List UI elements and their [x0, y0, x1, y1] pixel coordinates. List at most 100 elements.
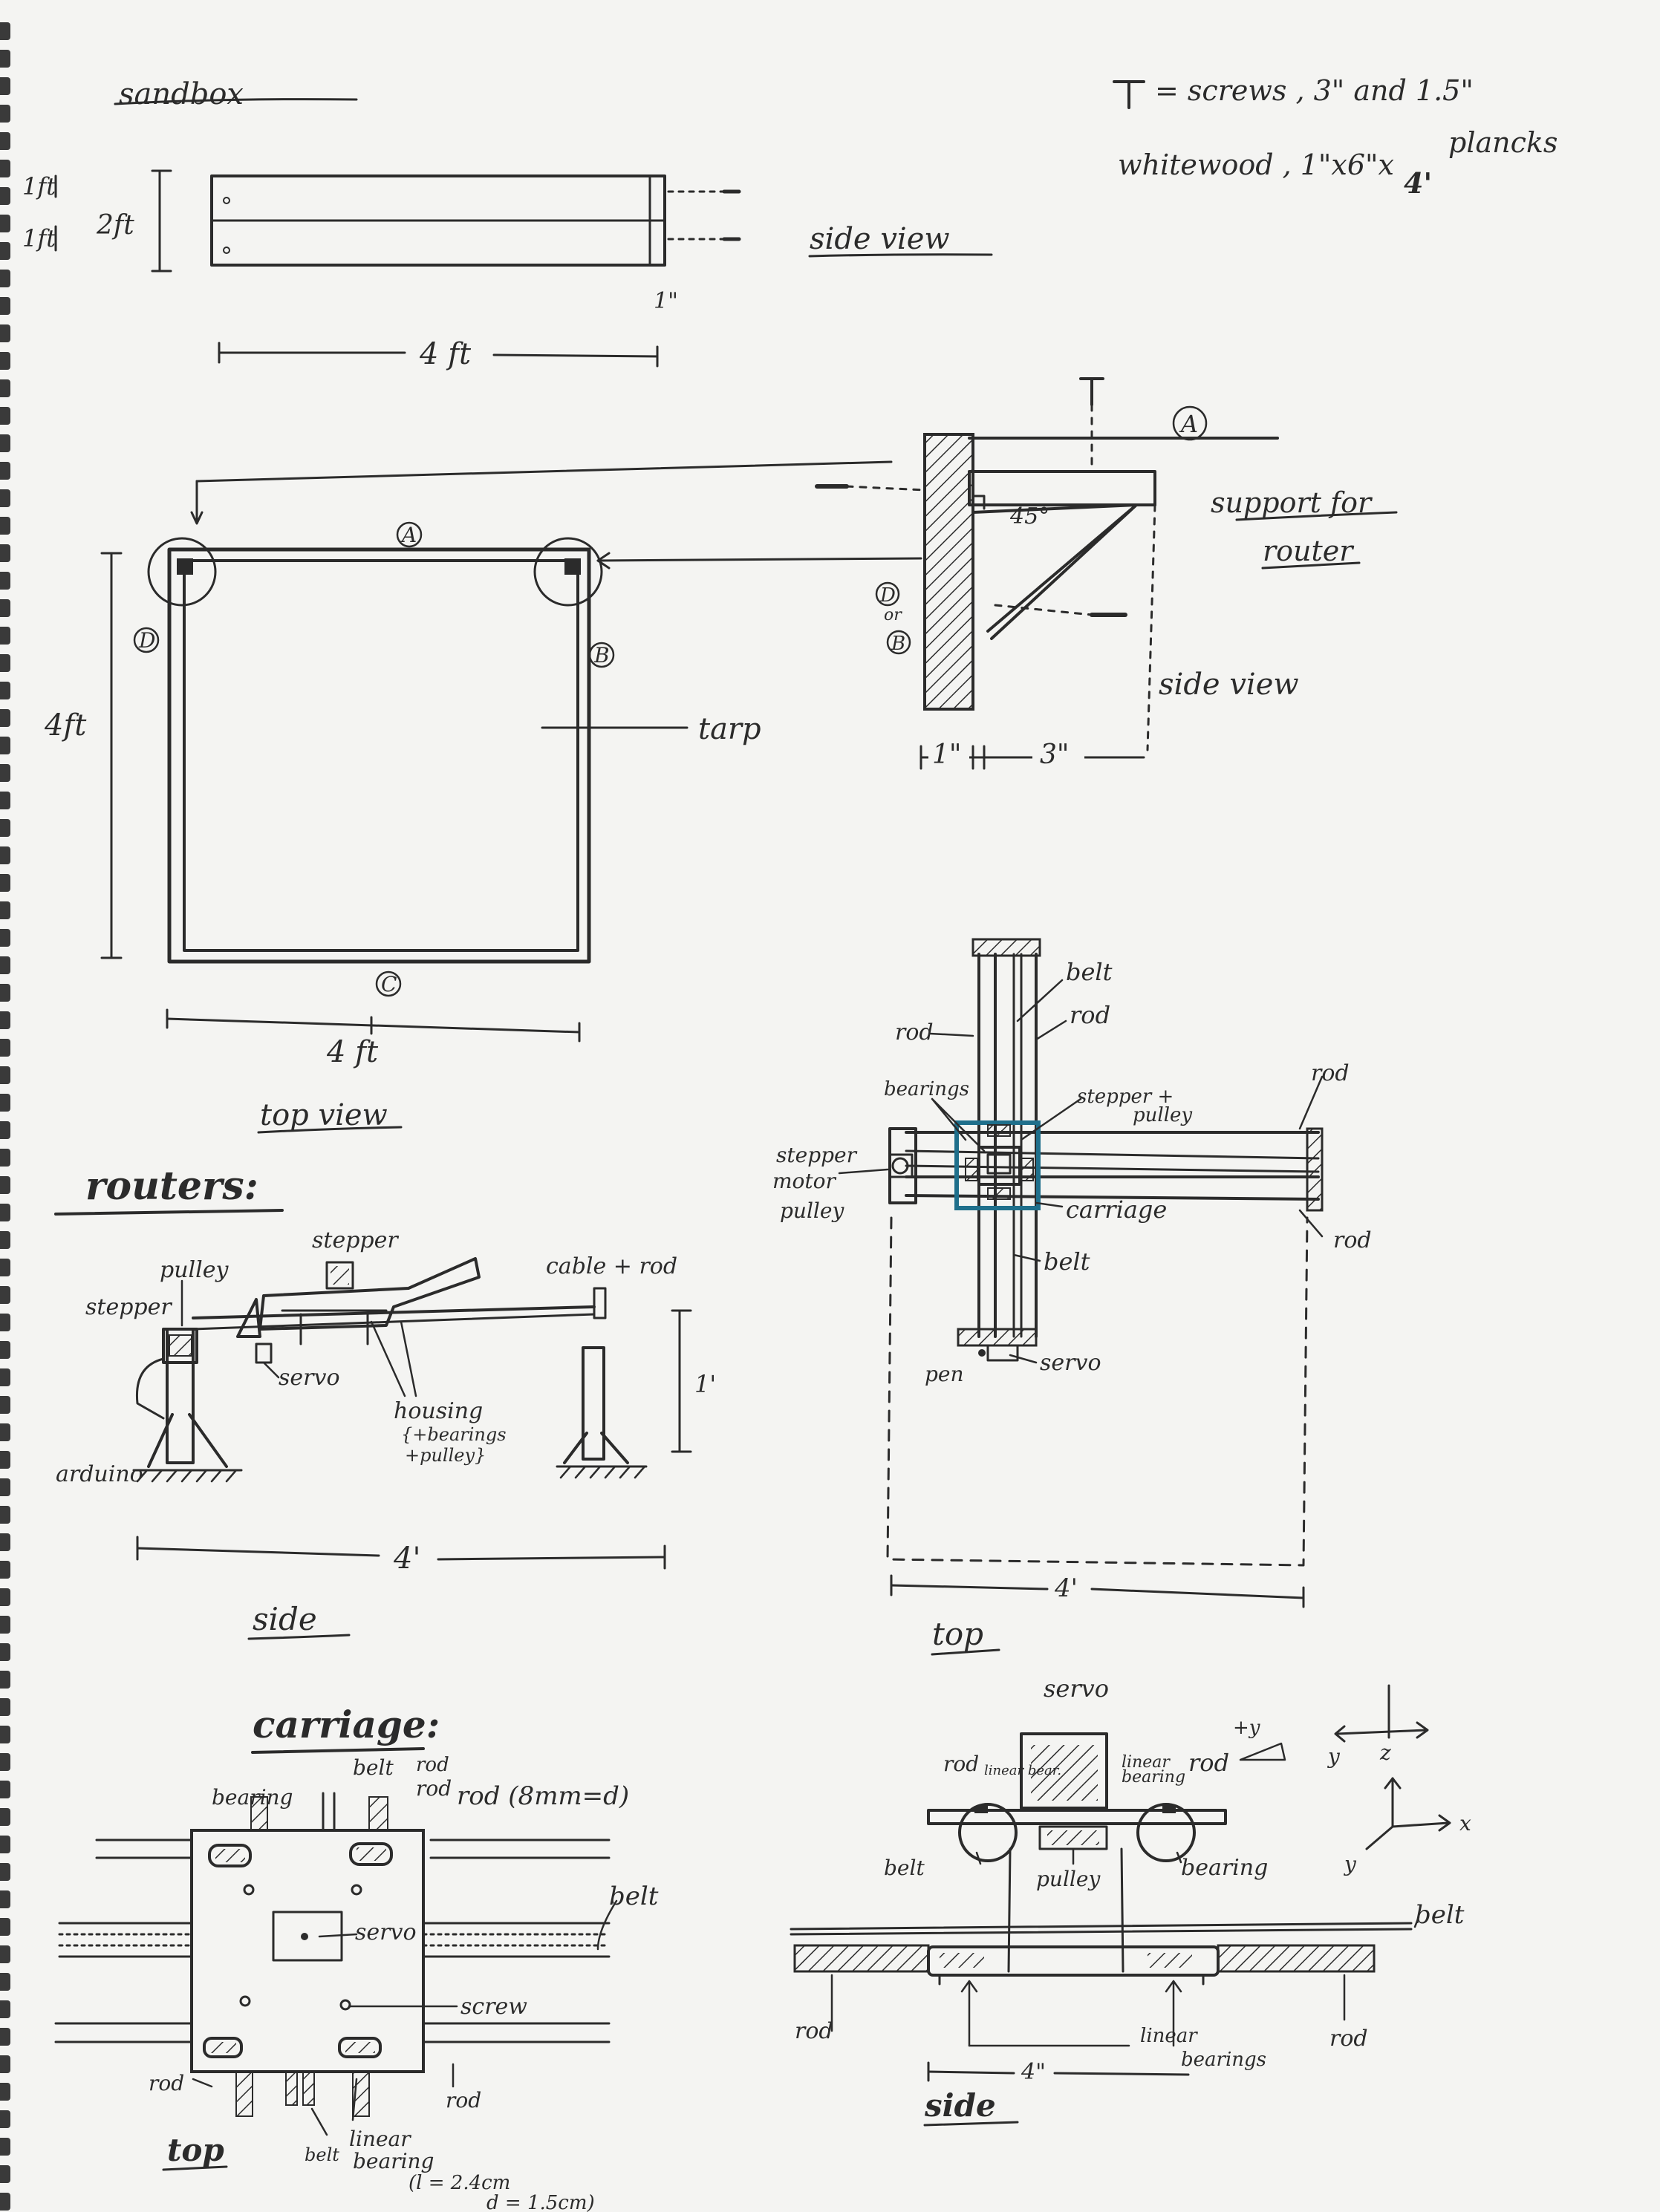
binding-ring	[0, 2055, 10, 2073]
rod-top-1: rod	[416, 1754, 449, 1776]
support-or: or	[884, 606, 902, 624]
carriage-top-detail: carriage:	[54, 1703, 659, 2212]
binding-ring	[0, 517, 10, 535]
dim-1ft-a: 1ft	[22, 172, 56, 200]
pulley-label: pulley	[160, 1257, 229, 1283]
screw-icon	[1113, 80, 1145, 109]
stepper-motor-label-2: motor	[772, 1169, 837, 1193]
binding-ring	[0, 1204, 10, 1221]
belt-lower-label: belt	[1044, 1247, 1090, 1276]
binding-ring	[0, 1781, 10, 1798]
binding-ring	[0, 50, 10, 68]
screw-label: screw	[460, 1994, 527, 2020]
binding-ring	[0, 1259, 10, 1276]
support-side-view: side view	[1159, 668, 1299, 702]
belt-bottom-label: belt	[305, 2144, 339, 2165]
binding-ring	[0, 682, 10, 699]
side-servo-label: servo	[1044, 1674, 1109, 1703]
side-rod-right: rod	[1188, 1749, 1229, 1777]
router-support-side-view: 45° A D or B support for router side vie…	[815, 377, 1398, 770]
sandbox-title: sandbox	[119, 77, 244, 111]
binding-ring	[0, 1561, 10, 1579]
support-label-d: D	[879, 584, 896, 607]
dim-4ft: 4'	[393, 1541, 420, 1576]
carriage-title: carriage:	[253, 1703, 440, 1746]
pen-label: pen	[925, 1362, 964, 1386]
binding-ring	[0, 1341, 10, 1359]
spec-l: (l = 2.4cm	[409, 2172, 510, 2194]
servo-label: servo	[279, 1365, 340, 1391]
binding-ring	[0, 1506, 10, 1524]
axis-y-lower: y	[1343, 1852, 1357, 1876]
rod-right-lower-label: rod	[1333, 1227, 1372, 1253]
binding-ring	[0, 105, 10, 123]
binding-ring	[0, 709, 10, 727]
dim-4ft-top: 4'	[1054, 1573, 1078, 1603]
hand-pointer-icon	[1239, 1742, 1286, 1761]
binding-ring	[0, 599, 10, 617]
binding-ring	[0, 22, 10, 40]
binding-ring	[0, 901, 10, 919]
binding-ring	[0, 792, 10, 809]
linear-bearing-right-1: linear	[1122, 1753, 1171, 1772]
binding-ring	[0, 1918, 10, 1936]
tarp-label: tarp	[698, 712, 761, 746]
arduino-label: arduino	[56, 1461, 143, 1487]
axis-y-upper: y	[1327, 1744, 1341, 1769]
binding-ring	[0, 2193, 10, 2211]
binding-ring	[0, 1396, 10, 1414]
binding-ring	[0, 462, 10, 480]
binding-ring	[0, 379, 10, 397]
legend-length: 4'	[1404, 166, 1432, 200]
binding-ring	[0, 297, 10, 315]
binding-ring	[0, 1286, 10, 1304]
linear-bear-left: linear bear.	[984, 1763, 1061, 1778]
belt-upper-label: belt	[1066, 958, 1113, 986]
legend-planks: plancks	[1448, 126, 1558, 159]
binding-ring	[0, 1588, 10, 1606]
binding-ring	[0, 2165, 10, 2183]
binding-ring	[0, 1808, 10, 1826]
screw-icon	[1079, 377, 1104, 406]
binding-ring	[0, 1973, 10, 1991]
spec-d: d = 1.5cm)	[486, 2192, 595, 2212]
plus-y-label: +y	[1233, 1717, 1260, 1739]
binding-ring	[0, 352, 10, 370]
label-d: D	[138, 628, 155, 653]
stepper-pulley-label-1: stepper +	[1077, 1086, 1174, 1108]
binding-ring	[0, 1753, 10, 1771]
binding-ring	[0, 572, 10, 590]
binding-ring	[0, 874, 10, 892]
axis-z: z	[1379, 1740, 1391, 1765]
dim-4ft-bottom: 4 ft	[326, 1035, 379, 1069]
stepper-motor-label-3: pulley	[780, 1198, 844, 1223]
binding-ring	[0, 1066, 10, 1084]
binding-ring	[0, 737, 10, 754]
binding-ring	[0, 2000, 10, 2018]
dim-1ft-b: 1ft	[22, 224, 56, 252]
binding-ring	[0, 654, 10, 672]
materials-legend: = screws , 3" and 1.5" whitewood , 1"x6"…	[1113, 74, 1558, 200]
rod-right-upper-label: rod	[1070, 1001, 1110, 1029]
routers-title: routers:	[85, 1164, 258, 1209]
side-rod-bottom-left: rod	[795, 2018, 833, 2044]
binding-ring	[0, 1698, 10, 1716]
binding-ring	[0, 984, 10, 1002]
binding-ring	[0, 1890, 10, 1908]
support-label-a: A	[1179, 410, 1198, 438]
rod-bottom-left-label: rod	[149, 2071, 184, 2095]
legend-wood: whitewood , 1"x6"x	[1118, 149, 1394, 181]
stepper-left-label: stepper	[85, 1294, 172, 1320]
binding-ring	[0, 2110, 10, 2128]
binding-ring	[0, 1478, 10, 1496]
dim-1ft: 1'	[694, 1370, 716, 1398]
cable-rod-label: cable + rod	[546, 1253, 677, 1279]
side-rod-bottom-right: rod	[1329, 2026, 1368, 2052]
top-view-label: top view	[260, 1098, 388, 1132]
binding-ring	[0, 1039, 10, 1057]
binding-ring	[0, 544, 10, 562]
servo-label: servo	[1040, 1350, 1101, 1376]
binding-ring	[0, 407, 10, 425]
rod-bottom-right-label: rod	[446, 2088, 481, 2113]
side-view-label: side view	[810, 222, 950, 256]
